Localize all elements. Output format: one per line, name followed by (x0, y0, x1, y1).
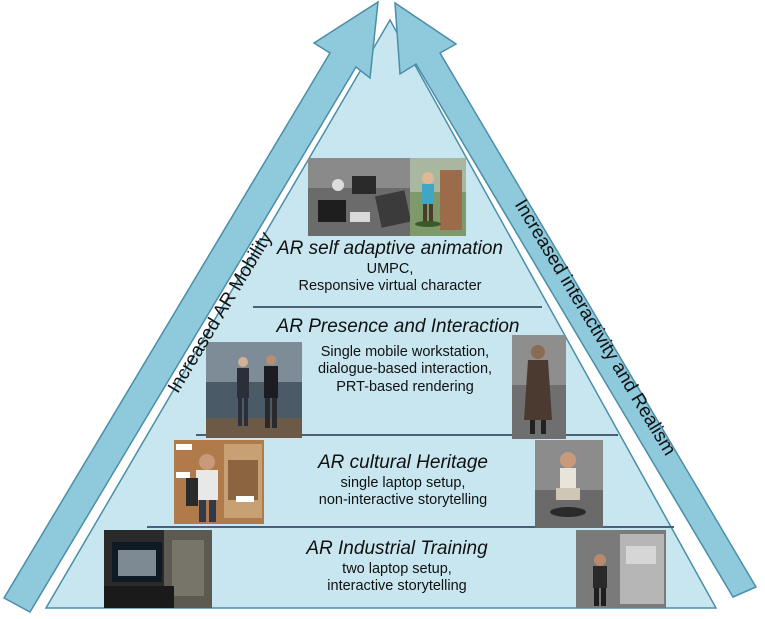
photo-presence-interaction (206, 342, 302, 438)
tier-4-text: AR Industrial Training two laptop setup,… (262, 538, 532, 596)
tier-4-line-1: two laptop setup, (342, 560, 452, 577)
tier-2-text: Single mobile workstation, dialogue-base… (300, 344, 510, 396)
tier-4-line-2: interactive storytelling (327, 578, 467, 595)
photo-industrial-worker (576, 530, 666, 608)
tier-4-title: AR Industrial Training (306, 538, 488, 559)
tier-2-title: AR Presence and Interaction (276, 316, 520, 337)
photo-virtual-character-1 (410, 158, 466, 236)
photo-virtual-character-3 (535, 440, 603, 528)
tier-3-text: AR cultural Heritage single laptop setup… (268, 452, 538, 510)
photo-cultural-heritage-user (174, 440, 264, 524)
tier-2-line-2: dialogue-based interaction, (317, 361, 493, 378)
tier-3-line-1: single laptop setup, (340, 474, 466, 491)
tier-1-line-2: Responsive virtual character (298, 278, 482, 295)
photo-umpc-device (308, 158, 411, 236)
tier-1-title: AR self adaptive animation (276, 238, 503, 259)
pyramid-shape (44, 18, 718, 609)
photo-virtual-character-2 (512, 335, 566, 439)
tier-1-text: AR self adaptive animation UMPC, Respons… (250, 238, 530, 296)
tier-2-line-3: PRT-based rendering (336, 378, 474, 395)
tier-2-line-1: Single mobile workstation, (320, 344, 490, 360)
right-arrow (394, 1, 758, 598)
tier-1-line-1: UMPC, (366, 260, 414, 277)
tier-3-title: AR cultural Heritage (317, 452, 489, 473)
left-arrow (2, 0, 379, 614)
photo-industrial-laptop (104, 530, 212, 608)
tier-2-title-box: AR Presence and Interaction (248, 316, 548, 339)
tier-3-line-2: non-interactive storytelling (318, 492, 488, 509)
